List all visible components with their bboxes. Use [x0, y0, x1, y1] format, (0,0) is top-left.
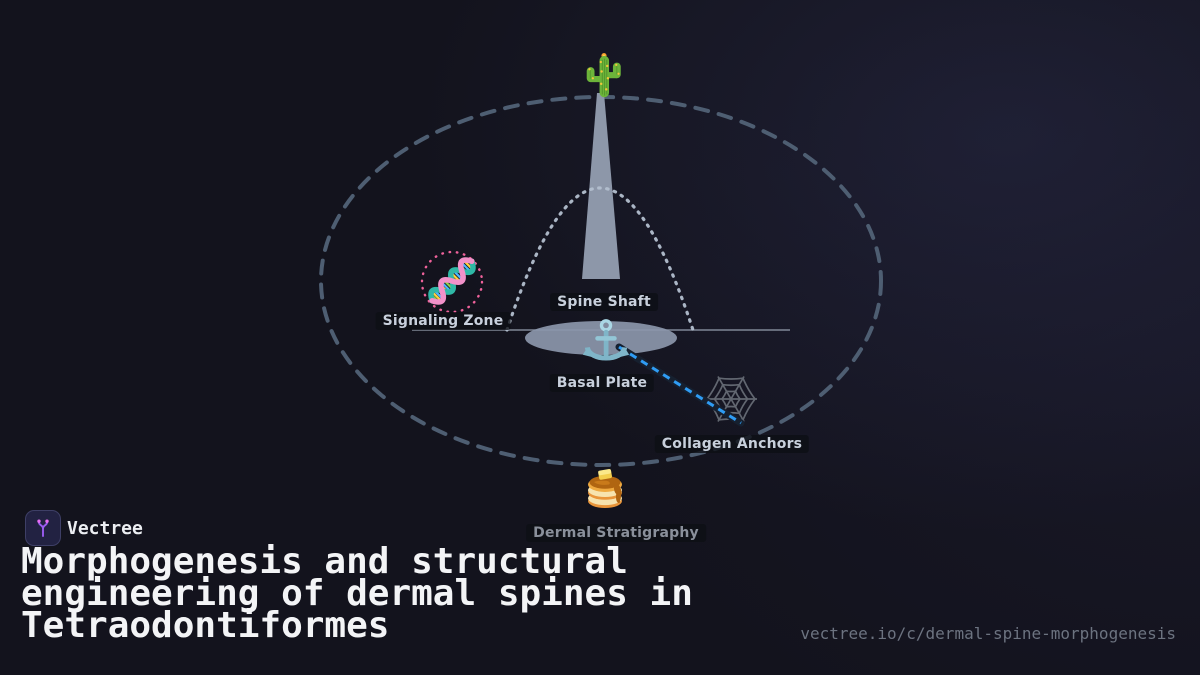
anchor-icon — [582, 319, 630, 361]
label-basal-plate: Basal Plate — [549, 374, 655, 392]
brand-name: Vectree — [67, 518, 143, 539]
signaling-ring — [420, 250, 484, 314]
spine-shaft-shape — [582, 93, 620, 279]
page-title: Morphogenesis and structural engineering… — [21, 541, 693, 646]
label-collagen-anchors: Collagen Anchors — [654, 435, 810, 453]
label-spine-shaft: Spine Shaft — [550, 293, 658, 311]
footer-url: vectree.io/c/dermal-spine-morphogenesis — [800, 624, 1176, 643]
growth-arc — [505, 186, 695, 332]
cactus-icon — [586, 53, 621, 98]
label-signaling-zone: Signaling Zone — [375, 312, 511, 330]
label-dermal-stratigraphy: Dermal Stratigraphy — [526, 524, 706, 542]
pancakes-icon — [588, 469, 622, 508]
branch-icon — [37, 519, 49, 537]
dna-icon — [428, 257, 476, 305]
vectree-logo — [25, 510, 61, 546]
